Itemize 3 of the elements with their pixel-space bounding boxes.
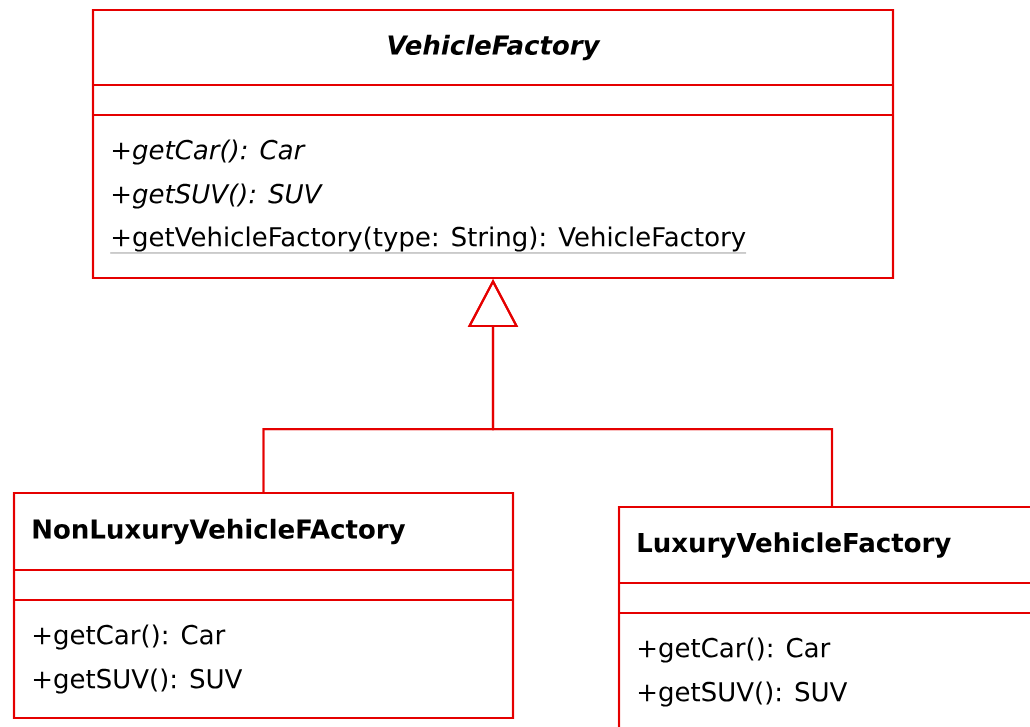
class-box: VehicleFactory +getCar(): Car +getSUV(): SUV +getVehicleFactory(type: String): VehicleFactory — [91, 8, 895, 280]
class-box: LuxuryVehicleFactory +getCar(): Car +getSUV(): SUV — [617, 505, 1030, 727]
class-box: NonLuxuryVehicleFActory +getCar(): Car +getSUV(): SUV — [12, 491, 515, 720]
